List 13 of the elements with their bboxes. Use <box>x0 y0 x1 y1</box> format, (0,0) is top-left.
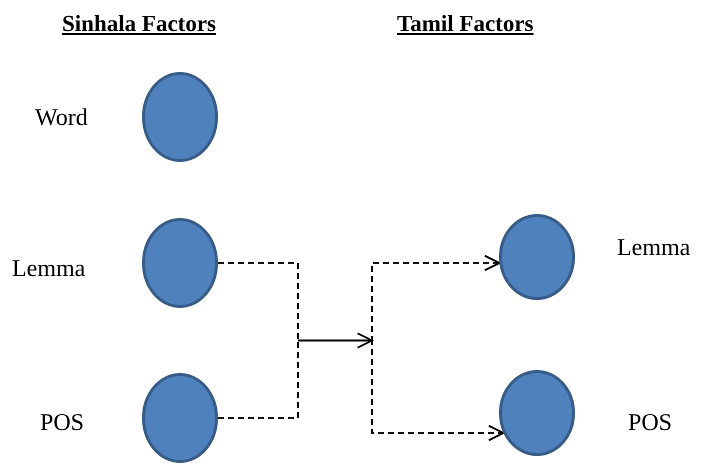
node-label: POS <box>628 411 672 435</box>
ellipse-node <box>142 72 218 162</box>
node-label: Lemma <box>617 236 690 260</box>
ellipse-node <box>142 218 218 308</box>
node-label: POS <box>40 411 84 435</box>
ellipse-node <box>142 373 218 463</box>
ellipse-node <box>499 214 575 300</box>
ellipse-node <box>499 370 575 456</box>
column-heading: Sinhala Factors <box>62 12 216 35</box>
node-label: Lemma <box>12 257 86 281</box>
column-heading: Tamil Factors <box>397 12 534 35</box>
connector-arrow <box>218 340 504 442</box>
node-label: Word <box>35 106 88 130</box>
